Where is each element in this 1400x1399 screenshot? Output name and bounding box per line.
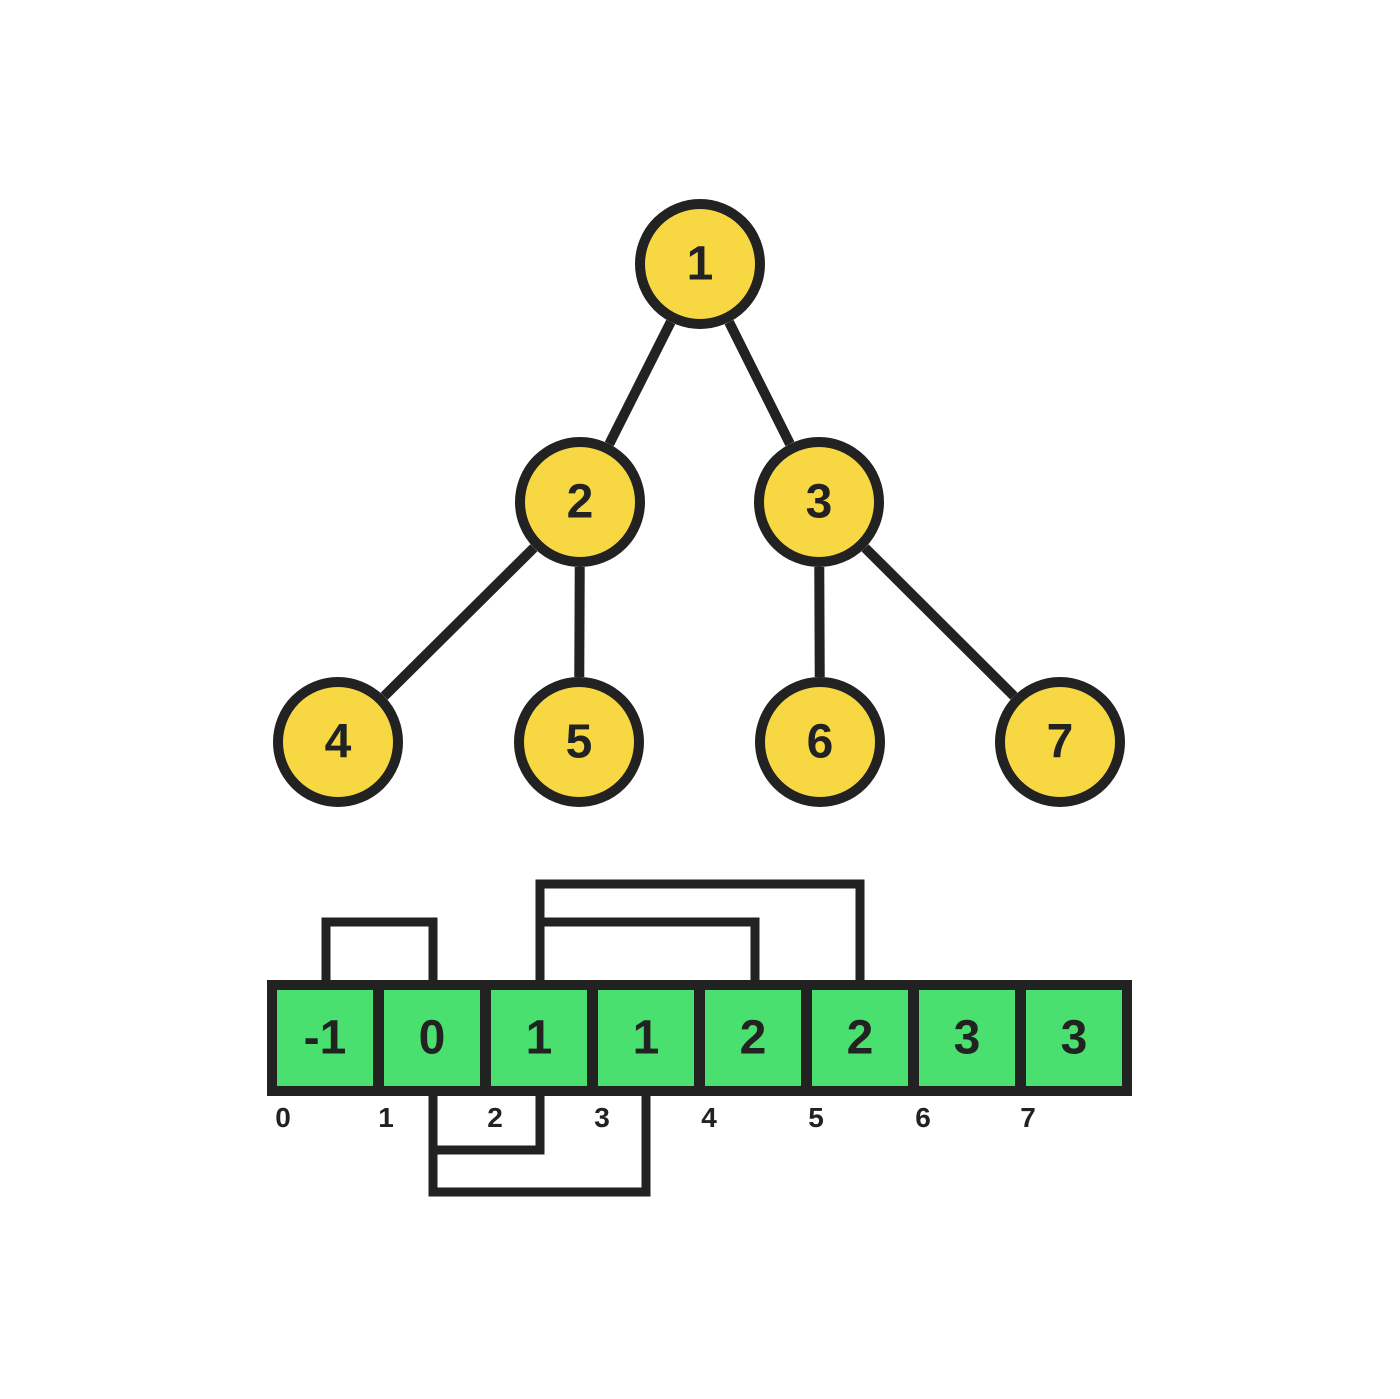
- node-label: 6: [807, 716, 834, 769]
- node-label: 2: [567, 476, 594, 529]
- index-label-1: 1: [378, 1102, 394, 1133]
- tree-node-7: 7: [995, 677, 1125, 807]
- cell-value: 2: [847, 1012, 874, 1065]
- parent-links-above: [321, 879, 865, 980]
- tree-node-1: 1: [635, 199, 765, 329]
- array-cell-3: 1: [588, 980, 704, 1096]
- tree-node-6: 6: [755, 677, 885, 807]
- node-label: 4: [325, 716, 352, 769]
- node-circle: [995, 677, 1125, 807]
- node-label: 3: [806, 476, 833, 529]
- index-label-0: 0: [275, 1102, 291, 1133]
- index-label-5: 5: [808, 1102, 824, 1133]
- tree-edge-1-2: [604, 319, 676, 447]
- tree-nodes: 1 2 3 4 5 6 7: [273, 199, 1125, 807]
- node-label: 5: [566, 716, 593, 769]
- index-label-4: 4: [701, 1102, 717, 1133]
- node-circle: [514, 677, 644, 807]
- tree-node-4: 4: [273, 677, 403, 807]
- tree-node-2: 2: [515, 437, 645, 567]
- cell-value: 1: [526, 1012, 553, 1065]
- link-above-2-5: [535, 879, 865, 980]
- cell-value: 3: [1061, 1012, 1088, 1065]
- array-cell-4: 2: [695, 980, 811, 1096]
- cell-value: 2: [740, 1012, 767, 1065]
- tree-edge-3-7: [861, 544, 1018, 700]
- array-cell-1: 0: [374, 980, 490, 1096]
- array-cell-2: 1: [481, 980, 597, 1096]
- tree-edges: [380, 319, 1018, 700]
- cell-box: [1016, 980, 1132, 1096]
- index-label-6: 6: [915, 1102, 931, 1133]
- tree-node-5: 5: [514, 677, 644, 807]
- cell-value: 1: [633, 1012, 660, 1065]
- node-circle: [754, 437, 884, 567]
- node-circle: [755, 677, 885, 807]
- link-below-1-3: [428, 1096, 651, 1197]
- node-circle: [515, 437, 645, 567]
- array-cells: -1 0 1 1 2 2 3 3: [267, 980, 1132, 1096]
- cell-value: 3: [954, 1012, 981, 1065]
- tree-edge-2-4: [380, 544, 538, 700]
- node-circle: [635, 199, 765, 329]
- parent-links-below: [428, 1096, 651, 1197]
- cell-value: 0: [419, 1012, 446, 1065]
- node-label: 7: [1047, 716, 1074, 769]
- tree-edge-1-3: [724, 319, 795, 447]
- link-above-0-1: [321, 917, 438, 980]
- array-cell-5: 2: [802, 980, 918, 1096]
- array-cell-0: -1: [267, 980, 383, 1096]
- array-cell-7: 3: [1016, 980, 1132, 1096]
- cell-box: [909, 980, 1025, 1096]
- index-label-3: 3: [594, 1102, 610, 1133]
- tree-node-3: 3: [754, 437, 884, 567]
- index-label-7: 7: [1020, 1102, 1036, 1133]
- index-label-2: 2: [487, 1102, 503, 1133]
- array-cell-6: 3: [909, 980, 1025, 1096]
- node-circle: [273, 677, 403, 807]
- array-indices: 0 1 2 3 4 5 6 7: [275, 1102, 1036, 1133]
- node-label: 1: [687, 238, 714, 291]
- cell-value: -1: [304, 1012, 347, 1065]
